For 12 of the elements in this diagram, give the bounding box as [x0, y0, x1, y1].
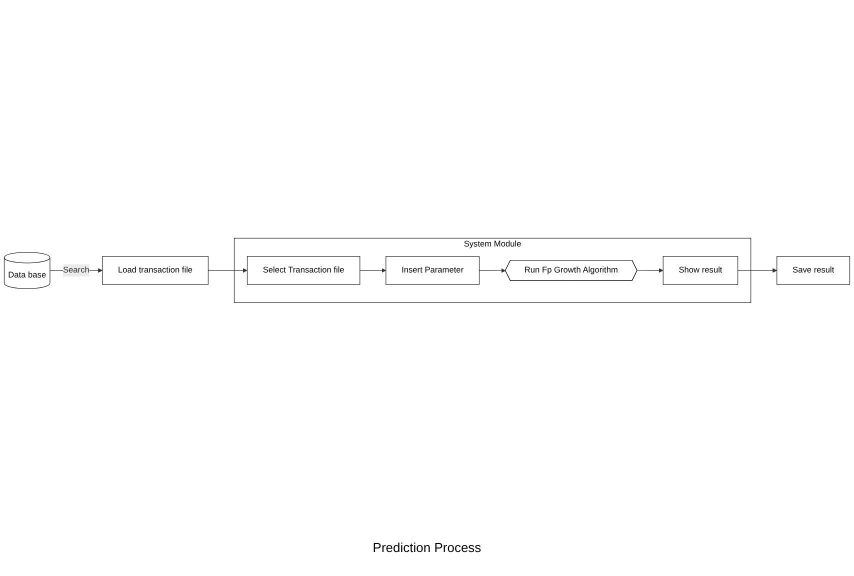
node-box: Show result	[662, 256, 738, 284]
arrow	[637, 268, 664, 272]
arrow	[738, 268, 778, 272]
arrow	[208, 268, 248, 272]
arrow	[478, 268, 506, 272]
caption: Prediction Process	[372, 540, 482, 555]
arrow	[360, 268, 386, 272]
node-box: Insert Parameter	[386, 256, 480, 284]
node-box: Select Transaction file	[246, 256, 360, 284]
edge-label: Search	[62, 265, 90, 274]
node-box: Load transaction file	[102, 256, 208, 284]
node-box: Save result	[776, 256, 850, 284]
